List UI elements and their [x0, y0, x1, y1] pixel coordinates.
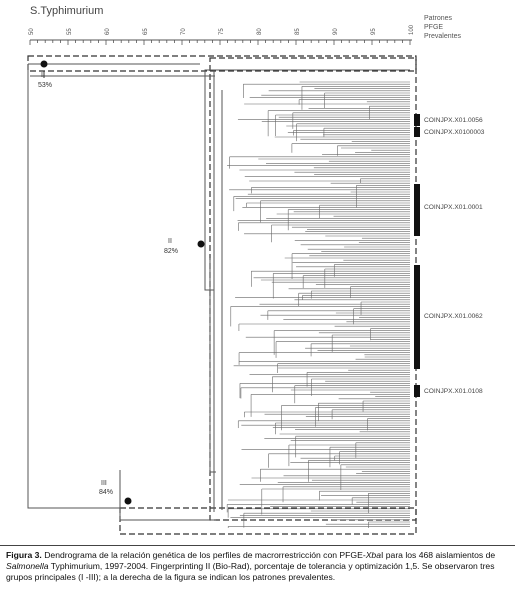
scale-label: 95 [371, 28, 377, 35]
dendrogram-figure: S.Typhimurium Patrones PFGE Prevalentes … [27, 5, 485, 535]
group-II-percent: 82% [164, 248, 178, 255]
scale-label: 55 [67, 28, 73, 35]
pattern-label: COINJPX.X01.0062 [424, 313, 483, 320]
scale-label: 75 [219, 28, 225, 35]
scale-label: 85 [295, 28, 301, 35]
pattern-label: COINJPX.X0100003 [424, 129, 485, 136]
caption-italic-salmonella: Salmonella [6, 561, 49, 571]
group-II-node [197, 240, 205, 248]
caption-text-1: Dendrograma de la relación genética de l… [41, 550, 366, 560]
caption-text-2: I para los 468 aislamientos de [380, 550, 496, 560]
pattern-bar-0001 [414, 184, 420, 236]
group-III-node [124, 497, 132, 505]
group-I-roman: I [41, 72, 43, 79]
scale-label: 50 [29, 28, 35, 35]
figure-title: S.Typhimurium [30, 5, 103, 17]
group-III-box [119, 507, 417, 535]
caption-text-3: Typhimurium, 1997-2004. Fingerprinting I… [6, 561, 495, 582]
scale-label: 70 [181, 28, 187, 35]
pattern-bar-0056 [414, 114, 420, 126]
scale-label: 65 [143, 28, 149, 35]
scale-label: 90 [333, 28, 339, 35]
pattern-label: COINJPX.X01.0108 [424, 388, 483, 395]
group-II-roman: II [168, 238, 172, 245]
scale-label: 80 [257, 28, 263, 35]
group-III-percent: 84% [99, 489, 113, 496]
group-III-roman: III [101, 480, 107, 487]
caption-label: Figura 3. [6, 550, 42, 560]
header-line-pfge: PFGE [424, 24, 443, 31]
pattern-bar-0062 [414, 265, 420, 369]
pattern-bar-x0100003 [414, 127, 420, 137]
group-I-box [27, 55, 417, 72]
figure-caption: Figura 3. Dendrograma de la relación gen… [0, 545, 515, 604]
group-I-percent: 53% [38, 82, 52, 89]
dendrogram-skeleton [27, 63, 410, 521]
pattern-label: COINJPX.X01.0001 [424, 204, 483, 211]
group-I-node [40, 60, 48, 68]
caption-italic-xba: Xba [365, 550, 381, 560]
pattern-bar-0108 [414, 385, 420, 397]
scale-label: 60 [105, 28, 111, 35]
dendrogram-svg: S.Typhimurium Patrones PFGE Prevalentes … [27, 5, 485, 535]
scale-labels: 50 55 60 65 70 75 80 85 90 95 100 [29, 24, 415, 35]
scale-ticks [29, 40, 411, 45]
pattern-label: COINJPX.X01.0056 [424, 117, 483, 124]
dendrogram-leaves [226, 81, 410, 528]
header-line-patrones: Patrones [424, 15, 453, 22]
header-line-prevalentes: Prevalentes [424, 33, 461, 40]
scale-label: 100 [409, 24, 415, 35]
